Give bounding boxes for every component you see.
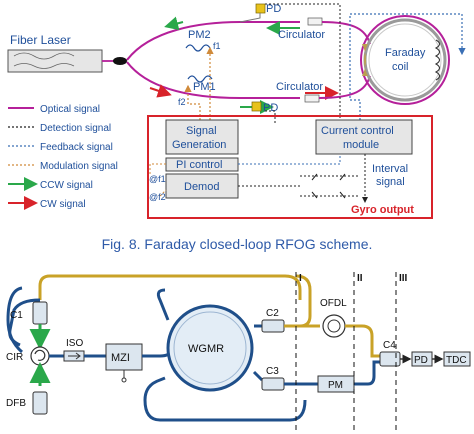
bottom-figure: C1 CIR DFB ISO MZI WGMR C2 (6, 272, 471, 430)
fiber-gold-top (38, 274, 302, 300)
iso-arrow-icon (68, 352, 81, 360)
wgmr-resonator (166, 304, 254, 392)
ccw-arrow-upper-left (164, 16, 184, 31)
c2-coupler (261, 319, 285, 333)
detection-line-top (265, 3, 341, 118)
legend-label-3: Modulation signal (40, 161, 118, 172)
section-label-2: II (357, 273, 363, 284)
legend-label-4: CCW signal (40, 180, 93, 191)
pd-top-label: PD (266, 3, 281, 15)
ofdl-delay-line (322, 314, 346, 338)
feedback-line (349, 13, 466, 120)
section-label-3: III (399, 273, 408, 284)
fiber-laser-coil (13, 52, 75, 69)
cir-arrow-icon (34, 349, 46, 361)
c3-label: C3 (266, 366, 279, 377)
cir-label: CIR (6, 352, 23, 363)
fiber-blue-loop (6, 286, 24, 354)
cw-arrow-lower-left (149, 84, 172, 98)
signal-gen-label-2: Generation (172, 139, 226, 151)
pm2-wave-icon (185, 44, 211, 52)
figure-caption: Fig. 8. Faraday closed-loop RFOG scheme. (102, 236, 373, 252)
faraday-coil (360, 15, 450, 105)
faraday-label-1: Faraday (385, 47, 426, 59)
legend-label-2: Feedback signal (40, 142, 113, 153)
dfb-label: DFB (6, 398, 26, 409)
c2-label: C2 (266, 308, 279, 319)
pm1-label: PM1 (193, 81, 216, 93)
c4-coupler (379, 351, 401, 367)
iso-label: ISO (66, 338, 83, 349)
tdc-label: TDC (446, 355, 467, 366)
pm-label: PM (328, 380, 343, 391)
pi-control-label: PI control (176, 159, 222, 171)
c3-coupler (261, 377, 285, 391)
circulator-bottom-label: Circulator (276, 81, 323, 93)
pd-bottom-icon (251, 101, 262, 112)
ofdl-label: OFDL (320, 298, 347, 309)
current-label-1: Current control (321, 125, 394, 137)
coil-coupler (362, 44, 368, 76)
detection-line-bottom (265, 110, 276, 124)
signal-generation-box (165, 119, 239, 155)
at-f2-label: @f2 (149, 192, 166, 202)
switch-icon-2 (339, 173, 346, 199)
c1-coupler (32, 301, 48, 325)
optical-path-lower (126, 61, 300, 99)
gyro-output-label: Gyro output (351, 204, 414, 216)
current-control-box (315, 119, 413, 155)
legend-label-1: Detection signal (40, 123, 111, 134)
interval-label-1: Interval (372, 163, 408, 175)
modulation-line-pm1 (184, 84, 201, 132)
optical-path-upper (126, 21, 300, 61)
top-figure: Fiber Laser PM2 f1 PM1 f2 Circulator Cir… (7, 3, 466, 219)
c1-label: C1 (10, 310, 23, 321)
tdc-box (443, 351, 471, 367)
demod-label: Demod (184, 181, 219, 193)
pm1-f2-label: f2 (178, 97, 186, 107)
pd-label: PD (414, 355, 428, 366)
control-box (147, 115, 433, 219)
legend-label-5: CW signal (40, 199, 86, 210)
switch-icon-1 (311, 173, 318, 199)
interval-label-2: signal (376, 176, 405, 188)
current-label-2: module (343, 139, 379, 151)
coil-winding-icon (434, 39, 441, 81)
pm2-f1-label: f1 (213, 41, 221, 51)
pd-top-icon (255, 3, 266, 14)
wgmr-label: WGMR (188, 343, 224, 355)
legend-label-0: Optical signal (40, 104, 100, 115)
dfb-laser (32, 391, 48, 415)
pm2-label: PM2 (188, 29, 211, 41)
signal-gen-label-1: Signal (186, 125, 217, 137)
pm1-wave-icon (187, 75, 213, 83)
cir-circulator (30, 346, 50, 366)
mzi-label: MZI (111, 352, 130, 364)
circulator-top-label: Circulator (278, 29, 325, 41)
fiber-laser-label: Fiber Laser (10, 33, 71, 47)
section-label-1: I (299, 273, 302, 284)
at-f1-label: @f1 (149, 174, 166, 184)
coupler (113, 57, 127, 65)
c4-label: C4 (383, 340, 396, 351)
demod-box (165, 173, 239, 199)
faraday-label-2: coil (392, 61, 409, 73)
pd-bottom-label: PD (263, 102, 278, 114)
